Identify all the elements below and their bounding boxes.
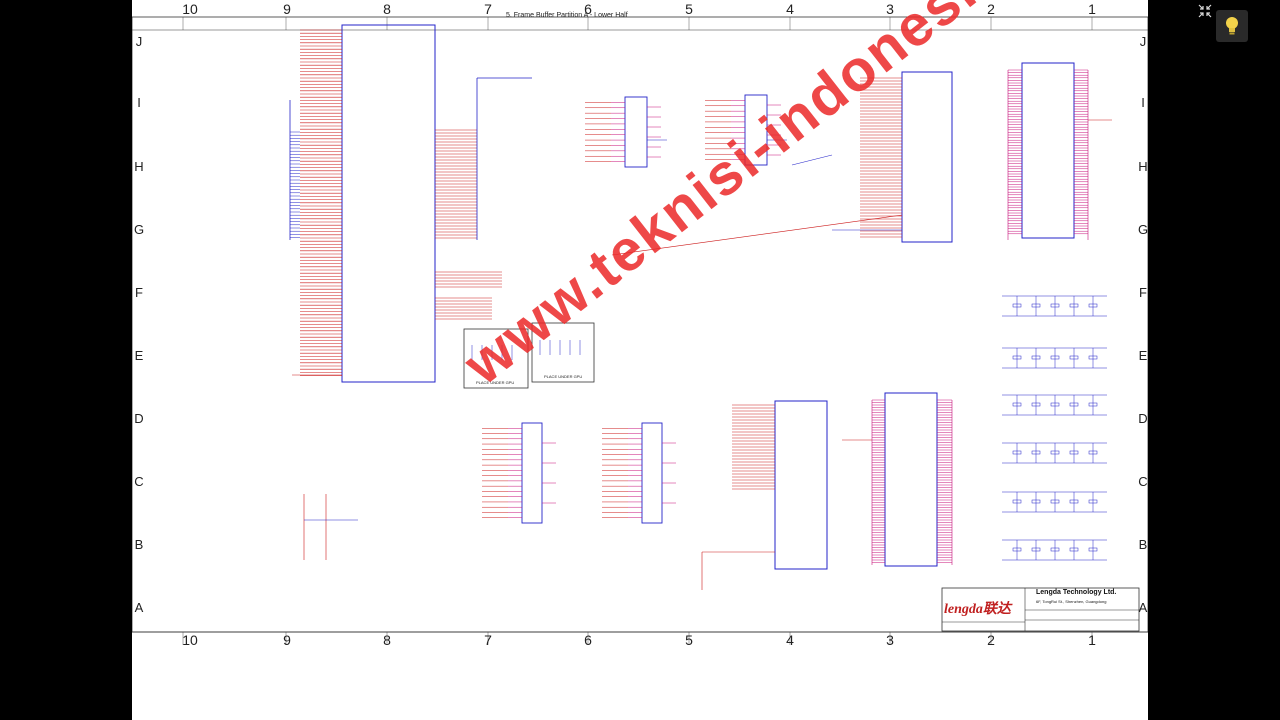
cap-body: [1012, 450, 1022, 455]
hint-button[interactable]: [1216, 10, 1248, 42]
zone-col-bottom-6: 6: [584, 632, 592, 648]
memory-chip-u7: [774, 400, 828, 570]
cap-body: [1012, 547, 1022, 552]
zone-row-left-D: D: [134, 411, 144, 426]
cap-body: [1069, 450, 1079, 455]
place-under-gpu-box-2: [531, 322, 595, 383]
cap-body: [1012, 402, 1022, 407]
zone-col-bottom-9: 9: [283, 632, 291, 648]
cap-body: [1031, 303, 1041, 308]
zone-row-right-A: A: [1138, 600, 1148, 615]
company-logo: lengda联达: [944, 602, 1011, 617]
cap-body: [1012, 303, 1022, 308]
zone-row-left-I: I: [137, 95, 141, 110]
signal-wire: [611, 214, 903, 256]
cap-body: [1069, 499, 1079, 504]
zone-col-top-3: 3: [886, 1, 894, 17]
zone-row-left-G: G: [133, 222, 145, 237]
cap-body: [1031, 547, 1041, 552]
zone-col-bottom-10: 10: [182, 632, 198, 648]
cap-body: [1031, 450, 1041, 455]
zone-col-top-4: 4: [786, 1, 794, 17]
cap-body: [1031, 499, 1041, 504]
zone-row-left-A: A: [134, 600, 144, 615]
cap-body: [1069, 303, 1079, 308]
cap-body: [1050, 499, 1060, 504]
gpu-partition-block: [341, 24, 436, 383]
zone-col-top-7: 7: [484, 1, 492, 17]
zone-row-right-F: F: [1139, 285, 1147, 300]
zone-row-right-J: J: [1139, 34, 1147, 49]
cap-body: [1050, 450, 1060, 455]
zone-col-top-6: 6: [584, 1, 592, 17]
lightbulb-icon: [1226, 17, 1238, 35]
zone-row-left-F: F: [135, 285, 143, 300]
zone-row-left-E: E: [134, 348, 144, 363]
page-frame: [132, 16, 1148, 633]
cap-body: [1050, 402, 1060, 407]
zone-col-top-1: 1: [1088, 1, 1096, 17]
cap-body: [1088, 402, 1098, 407]
memory-chip-u4: [1021, 62, 1075, 239]
zone-col-top-2: 2: [987, 1, 995, 17]
zone-row-right-B: B: [1138, 537, 1148, 552]
zone-col-top-5: 5: [685, 1, 693, 17]
zone-col-bottom-3: 3: [886, 632, 894, 648]
zone-col-top-10: 10: [182, 1, 198, 17]
zone-col-bottom-8: 8: [383, 632, 391, 648]
memory-chip-u6: [641, 422, 663, 524]
cap-body: [1088, 547, 1098, 552]
zone-col-bottom-5: 5: [685, 632, 693, 648]
cap-body: [1088, 355, 1098, 360]
cap-body: [1031, 402, 1041, 407]
place-under-gpu-box-1: [463, 328, 529, 389]
exit-fullscreen-button[interactable]: [1194, 0, 1216, 22]
cap-body: [1012, 355, 1022, 360]
schematic-page[interactable]: 5. Frame Buffer Partition A - Lower Half…: [132, 0, 1148, 720]
cap-body: [1050, 303, 1060, 308]
zone-row-right-C: C: [1138, 474, 1148, 489]
zone-row-right-I: I: [1141, 95, 1145, 110]
company-name: Lengda Technology Ltd.: [1036, 589, 1117, 596]
zone-col-bottom-4: 4: [786, 632, 794, 648]
cap-body: [1088, 303, 1098, 308]
zone-col-bottom-1: 1: [1088, 632, 1096, 648]
cap-body: [1012, 499, 1022, 504]
company-address: 6F, TongRui St., Shenzhen, Guangdong: [1036, 599, 1107, 604]
zone-col-top-8: 8: [383, 1, 391, 17]
cap-body: [1069, 355, 1079, 360]
zone-row-right-D: D: [1138, 411, 1148, 426]
memory-chip-u5: [521, 422, 543, 524]
zone-row-right-E: E: [1138, 348, 1148, 363]
zone-row-right-H: H: [1138, 159, 1148, 174]
cap-body: [1031, 355, 1041, 360]
zone-col-bottom-7: 7: [484, 632, 492, 648]
collapse-arrows-icon: [1198, 4, 1212, 18]
memory-chip-u1: [624, 96, 648, 168]
cap-body: [1069, 547, 1079, 552]
cap-body: [1088, 499, 1098, 504]
memory-chip-u3: [901, 71, 953, 243]
zone-row-left-H: H: [134, 159, 144, 174]
zone-col-top-9: 9: [283, 1, 291, 17]
zone-col-bottom-2: 2: [987, 632, 995, 648]
schematic-drawing: [132, 16, 1148, 645]
zone-row-left-C: C: [134, 474, 144, 489]
title-block: [941, 587, 1140, 632]
zone-row-right-G: G: [1137, 222, 1148, 237]
cap-body: [1050, 547, 1060, 552]
memory-chip-u8: [884, 392, 938, 567]
memory-chip-u2: [744, 94, 768, 166]
signal-wire-3: [791, 154, 833, 166]
cap-body: [1069, 402, 1079, 407]
zone-row-left-J: J: [135, 34, 143, 49]
cap-body: [1050, 355, 1060, 360]
cap-body: [1088, 450, 1098, 455]
zone-row-left-B: B: [134, 537, 144, 552]
